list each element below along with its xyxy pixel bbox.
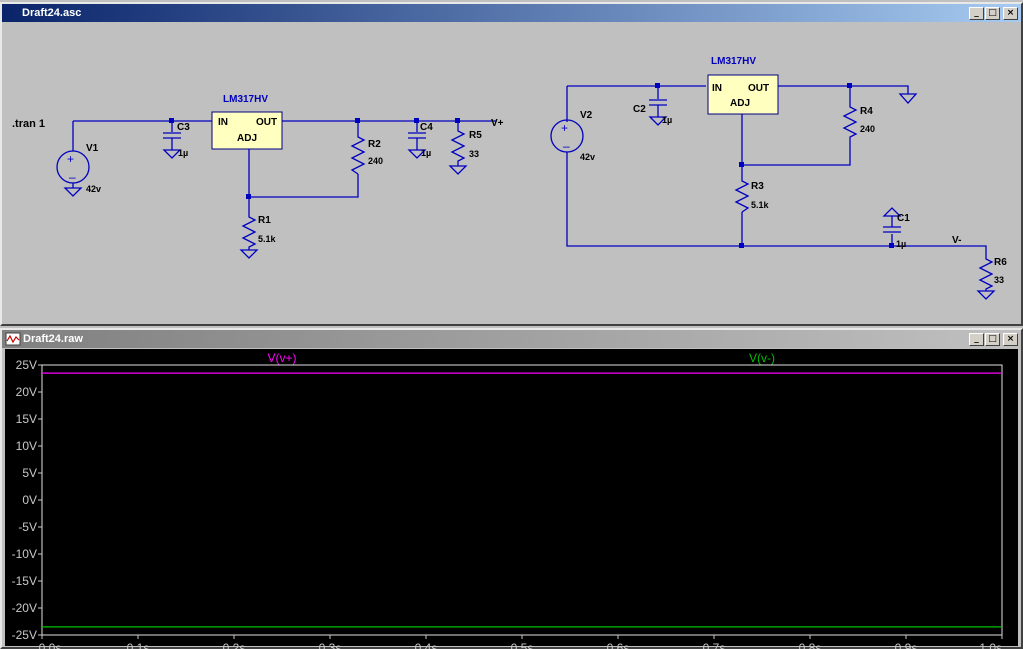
minimize-button[interactable]: _: [969, 6, 984, 20]
svg-text:+: +: [67, 152, 74, 166]
ground-symbol: [898, 93, 918, 104]
right-reg-pin-in: IN: [712, 83, 722, 94]
x-tick-label: 0.8s: [799, 641, 822, 649]
x-tick-label: 0.4s: [415, 641, 438, 649]
c1-name: C1: [897, 213, 910, 224]
c4-value: 1µ: [421, 148, 431, 158]
schematic-titlebar[interactable]: Draft24.asc _ □ ×: [2, 4, 1021, 22]
resistor-r4[interactable]: R4 240: [842, 104, 875, 142]
r4-value: 240: [860, 124, 875, 134]
resistor-r1[interactable]: R1 5.1k: [239, 214, 277, 259]
y-tick-label: -15V: [12, 574, 37, 588]
waveform-minimize-button[interactable]: _: [969, 332, 984, 346]
r6-value: 33: [994, 275, 1004, 285]
maximize-button[interactable]: □: [985, 6, 1000, 20]
y-tick-label: 15V: [16, 412, 37, 426]
resistor-r5[interactable]: R5 33: [448, 129, 482, 175]
x-tick-label: 0.2s: [223, 641, 246, 649]
r1-value: 5.1k: [258, 234, 277, 244]
y-tick-label: -10V: [12, 547, 37, 561]
r2-value: 240: [368, 156, 383, 166]
c2-name: C2: [633, 104, 646, 115]
left-reg-pin-out: OUT: [256, 117, 277, 128]
y-tick-label: 10V: [16, 439, 37, 453]
v2-value: 42v: [580, 152, 595, 162]
svg-text:–: –: [563, 139, 570, 153]
right-reg-pin-adj: ADJ: [730, 98, 750, 109]
right-reg-pin-out: OUT: [748, 83, 769, 94]
schematic-window-title: Draft24.asc: [22, 7, 82, 19]
net-label-vminus[interactable]: V-: [952, 235, 961, 246]
v2-name: V2: [580, 110, 593, 121]
r5-value: 33: [469, 149, 479, 159]
v1-value: 42v: [86, 184, 101, 194]
resistor-r2[interactable]: R2 240: [350, 134, 383, 175]
legend-entry-vplus[interactable]: V(v+): [267, 351, 296, 365]
svg-text:+: +: [561, 121, 568, 135]
voltage-source-v1[interactable]: + – V1 42v: [56, 143, 101, 197]
v1-name: V1: [86, 143, 99, 154]
waveform-icon: [5, 332, 21, 346]
y-tick-label: 5V: [22, 466, 37, 480]
x-tick-label: 0.5s: [511, 641, 534, 649]
plot-frame: [41, 364, 1003, 636]
y-tick-label: 20V: [16, 385, 37, 399]
x-tick-label: 0.1s: [127, 641, 150, 649]
r2-name: R2: [368, 139, 381, 150]
net-label-vplus[interactable]: V+: [491, 118, 504, 129]
x-tick-label: 1.0s: [979, 641, 1002, 649]
close-button[interactable]: ×: [1003, 6, 1018, 20]
y-tick-label: -5V: [18, 520, 37, 534]
schematic-canvas[interactable]: .tran 1 IN OUT ADJ LM317HV + – V1 42v C3…: [6, 24, 1017, 320]
waveform-window-title: Draft24.raw: [23, 333, 83, 345]
r3-value: 5.1k: [751, 200, 770, 210]
capacitor-c2[interactable]: C2 1µ: [633, 99, 672, 126]
left-reg-pin-adj: ADJ: [237, 133, 257, 144]
r5-name: R5: [469, 130, 482, 141]
x-tick-label: 0.9s: [895, 641, 918, 649]
right-regulator[interactable]: IN OUT ADJ LM317HV: [707, 56, 779, 115]
c3-value: 1µ: [178, 148, 188, 158]
tran-directive[interactable]: .tran 1: [12, 118, 45, 130]
y-tick-label: 25V: [16, 358, 37, 372]
capacitor-c4[interactable]: C4 1µ: [407, 122, 433, 159]
y-tick-label: -25V: [12, 628, 37, 642]
resistor-r3[interactable]: R3 5.1k: [734, 178, 770, 213]
svg-text:–: –: [69, 170, 76, 184]
x-tick-label: 0.6s: [607, 641, 630, 649]
waveform-maximize-button[interactable]: □: [985, 332, 1000, 346]
y-tick-label: 0V: [22, 493, 37, 507]
x-tick-label: 0.7s: [703, 641, 726, 649]
left-reg-pin-in: IN: [218, 117, 228, 128]
r1-name: R1: [258, 215, 271, 226]
resistor-r6[interactable]: R6 33: [976, 256, 1007, 300]
r3-name: R3: [751, 181, 764, 192]
capacitor-c3[interactable]: C3 1µ: [162, 122, 190, 159]
left-reg-part-label: LM317HV: [223, 94, 268, 105]
y-tick-label: -20V: [12, 601, 37, 615]
r6-name: R6: [994, 257, 1007, 268]
c1-value: 1µ: [896, 239, 906, 249]
schematic-window: Draft24.asc _ □ ×: [0, 2, 1023, 326]
r4-name: R4: [860, 106, 873, 117]
waveform-close-button[interactable]: ×: [1003, 332, 1018, 346]
waveform-titlebar[interactable]: Draft24.raw _ □ ×: [2, 330, 1021, 348]
x-tick-label: 0.3s: [319, 641, 342, 649]
c3-name: C3: [177, 122, 190, 133]
left-regulator[interactable]: IN OUT ADJ LM317HV: [211, 94, 283, 154]
c2-value: 1µ: [662, 115, 672, 125]
voltage-source-v2[interactable]: + – V2 42v: [550, 110, 595, 162]
waveform-window: Draft24.raw _ □ × 25V 20V 15V 10V 5V 0V -5V -10…: [0, 328, 1023, 649]
x-tick-label: 0.0s: [39, 641, 62, 649]
right-reg-part-label: LM317HV: [711, 56, 756, 67]
legend-entry-vminus[interactable]: V(v-): [749, 351, 775, 365]
c4-name: C4: [420, 122, 433, 133]
capacitor-c1[interactable]: C1 1µ: [882, 207, 910, 249]
